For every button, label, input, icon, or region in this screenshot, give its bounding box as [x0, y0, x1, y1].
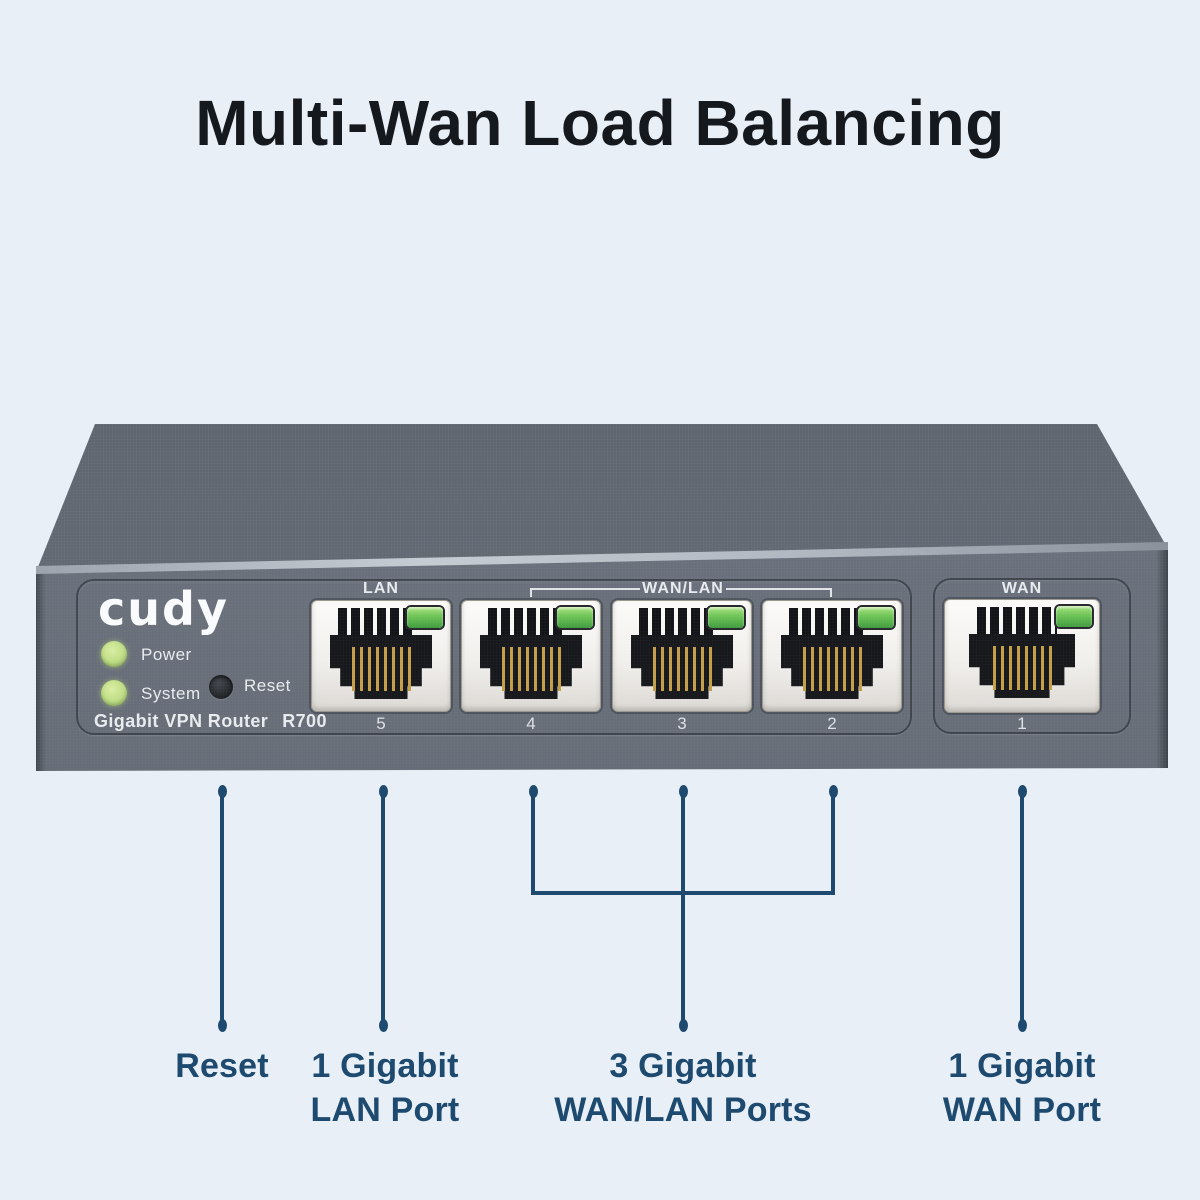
port-led [708, 607, 744, 628]
device-left-edge-shadow [36, 566, 46, 771]
wanlan-bracket-tick-right [830, 588, 832, 597]
leader-line-port3 [681, 791, 685, 1025]
power-led-label: Power [141, 645, 192, 664]
ethernet-port-4 [461, 600, 601, 712]
ethernet-port-3 [612, 600, 752, 712]
port-number-3: 3 [677, 714, 687, 733]
page-title: Multi-Wan Load Balancing [195, 87, 1005, 159]
port-led [858, 607, 894, 628]
rj45-pins [502, 647, 564, 691]
callout-lan-port: 1 Gigabit LAN Port [311, 1044, 460, 1132]
callout-line: 3 Gigabit [609, 1047, 757, 1085]
callout-line: Reset [175, 1047, 269, 1085]
model-name: Gigabit VPN Router [94, 711, 269, 731]
wan-group-label: WAN [1001, 580, 1043, 597]
leader-dot [218, 1019, 227, 1032]
model-text: Gigabit VPN Router R700 [94, 711, 327, 732]
port-number-4: 4 [526, 714, 536, 733]
callout-line: WAN Port [942, 1091, 1102, 1129]
brand-logo: cudy [98, 582, 229, 636]
wanlan-bracket-right [726, 588, 832, 590]
lan-group-label: LAN [363, 580, 399, 597]
rj45-pins [803, 647, 865, 691]
device-right-edge-shadow [1156, 550, 1168, 768]
leader-line-port2 [831, 791, 835, 895]
ethernet-port-2 [762, 600, 902, 712]
wanlan-group-label: WAN/LAN [642, 580, 724, 597]
wanlan-bracket-left [530, 588, 640, 590]
leader-line-wanlan-merge [531, 891, 835, 895]
callout-line: LAN Port [310, 1091, 460, 1129]
leader-line-wan [1020, 791, 1024, 1025]
port-number-1: 1 [1017, 714, 1027, 733]
leader-line-lan [381, 791, 385, 1025]
reset-button [209, 675, 233, 699]
rj45-pins [993, 646, 1055, 690]
callout-line: 1 Gigabit [311, 1047, 459, 1085]
port-number-2: 2 [827, 714, 837, 733]
power-led [101, 641, 127, 667]
model-number: R700 [282, 711, 327, 731]
port-number-5: 5 [376, 714, 386, 733]
wanlan-bracket-tick-left [530, 588, 532, 597]
port-led [1056, 606, 1092, 627]
ethernet-port-1-wan [944, 599, 1100, 713]
rj45-pins [653, 647, 715, 691]
front-panel-main [76, 579, 912, 735]
ethernet-port-5 [311, 600, 451, 712]
port-led [407, 607, 443, 628]
system-led-label: System [141, 684, 201, 703]
leader-dot [1018, 1019, 1027, 1032]
reset-button-label: Reset [244, 676, 291, 695]
rj45-pins [352, 647, 414, 691]
leader-dot [679, 1019, 688, 1032]
callout-line: WAN/LAN Ports [554, 1091, 812, 1129]
system-led [101, 680, 127, 706]
callout-wan-port: 1 Gigabit WAN Port [943, 1044, 1101, 1132]
callout-reset: Reset [175, 1044, 269, 1088]
leader-line-port4 [531, 791, 535, 895]
front-panel-wan [933, 578, 1131, 734]
callout-wanlan-ports: 3 Gigabit WAN/LAN Ports [554, 1044, 812, 1132]
leader-dot [379, 1019, 388, 1032]
port-led [557, 607, 593, 628]
callout-line: 1 Gigabit [948, 1047, 1096, 1085]
leader-line-reset [220, 791, 224, 1025]
